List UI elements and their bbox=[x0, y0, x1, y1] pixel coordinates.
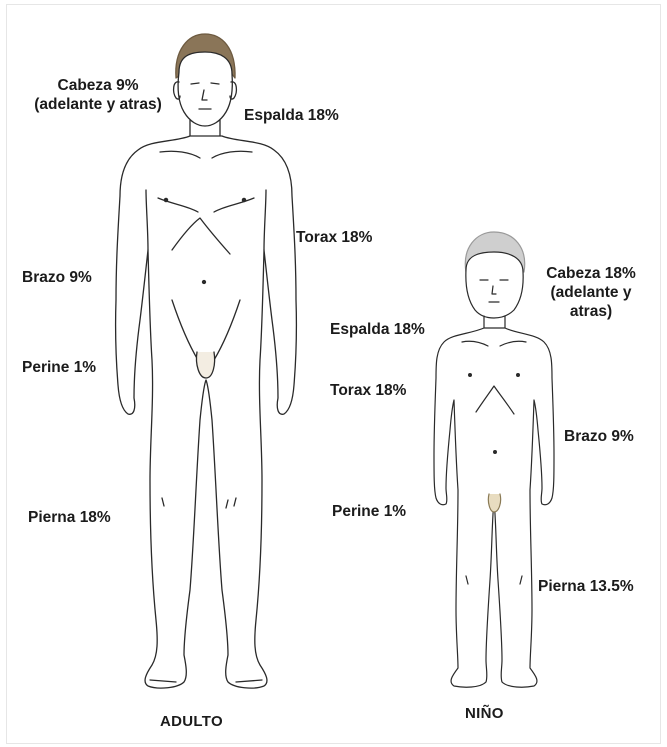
adult-back-label: Espalda 18% bbox=[244, 106, 339, 125]
child-head-percent: Cabeza 18% bbox=[528, 264, 654, 283]
child-chest-label: Torax 18% bbox=[330, 381, 406, 400]
adult-head-note: (adelante y atras) bbox=[14, 95, 182, 114]
child-head-note-2: atras) bbox=[528, 302, 654, 321]
child-head-label: Cabeza 18% (adelante y atras) bbox=[528, 264, 654, 321]
adult-head-percent: Cabeza 9% bbox=[14, 76, 182, 95]
child-back-label: Espalda 18% bbox=[330, 320, 425, 339]
child-leg-label: Pierna 13.5% bbox=[538, 577, 634, 596]
adult-leg-label: Pierna 18% bbox=[28, 508, 111, 527]
adult-head-label: Cabeza 9% (adelante y atras) bbox=[14, 76, 182, 114]
child-arm-label: Brazo 9% bbox=[564, 427, 634, 446]
child-head bbox=[466, 252, 523, 318]
adult-caption: ADULTO bbox=[160, 712, 223, 731]
adult-chest-label: Torax 18% bbox=[296, 228, 372, 247]
child-perineum-label: Perine 1% bbox=[332, 502, 406, 521]
adult-perineum-label: Perine 1% bbox=[22, 358, 96, 377]
child-caption: NIÑO bbox=[465, 704, 504, 723]
adult-arm-label: Brazo 9% bbox=[22, 268, 92, 287]
child-head-note-1: (adelante y bbox=[528, 283, 654, 302]
